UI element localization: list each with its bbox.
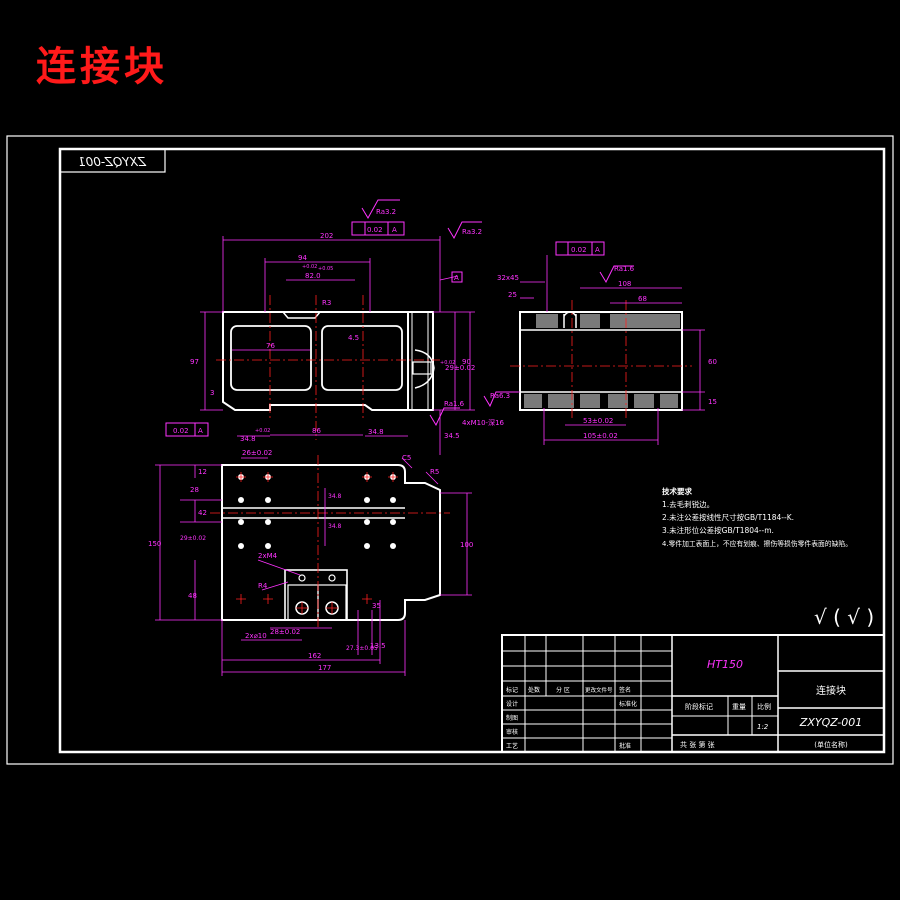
tol-front-datum: A [392, 226, 397, 234]
stage-label: 阶段标记 [685, 702, 713, 711]
top-dim-2xm4: 2xM4 [258, 552, 278, 560]
top-dim-29: 29±0.02 [180, 535, 206, 542]
tech-item-1: 1.去毛刺锐边。 [662, 499, 714, 509]
top-dim-28-02: 28±0.02 [270, 628, 300, 636]
side-chamfer: 32x45 [497, 274, 519, 282]
tol-note-4: +0.02 [440, 360, 455, 366]
side-tol-datum: A [595, 246, 600, 254]
roughness-note: √ ( √ ) [814, 605, 874, 629]
side-label-draw: 制图 [506, 714, 518, 722]
drawing-title: 连接块 [36, 43, 168, 90]
side-dim-25: 25 [508, 291, 517, 299]
top-dim-2x10: 2x⌀10 [245, 632, 267, 640]
tech-requirements: 技术要求 1.去毛刺锐边。 2.未注公差按线性尺寸按GB/T1184--K. 3… [662, 486, 852, 548]
top-view: 26±0.02 C5 R5 12 28 42 150 29±0.02 100 2… [148, 449, 473, 676]
inner-border [58, 147, 886, 754]
scale-value: 1:2 [757, 723, 769, 731]
row-label-change: 更改文件号 [585, 686, 613, 694]
tol-note-1: +0.02 [255, 428, 270, 434]
dim-34-5: 34.5 [444, 432, 460, 440]
dim-82: 82.0 [305, 272, 321, 280]
top-dim-177: 177 [318, 664, 331, 672]
dim-94: 94 [298, 254, 307, 262]
top-dim-27-3: 27.3±0.05 [346, 645, 378, 652]
row-label-count: 处数 [528, 686, 540, 694]
code-box-text: ZXYQZ-001 [78, 155, 147, 169]
dim-r3: R3 [322, 299, 331, 307]
top-dim-26: 26±0.02 [242, 449, 272, 457]
side-label-process: 工艺 [506, 742, 518, 750]
side-view: 0.02 A Ra1.6 32x45 108 68 25 Ra6.3 53±0.… [483, 241, 717, 445]
tech-item-2: 2.未注公差按线性尺寸按GB/T1184--K. [662, 512, 794, 522]
dim-4-5: 4.5 [348, 334, 359, 342]
side-label-design: 设计 [506, 700, 518, 708]
front-view: 202 94 82.0 R3 76 4.5 97 3 86 34.8 34.8 … [165, 199, 505, 455]
top-dim-r5: R5 [430, 468, 439, 476]
side-dim-108: 108 [618, 280, 631, 288]
top-dim-100: 100 [460, 541, 473, 549]
side-dim-60: 60 [708, 358, 717, 366]
top-dim-c5: C5 [402, 454, 411, 462]
top-dim-162: 162 [308, 652, 321, 660]
dim-202: 202 [320, 232, 333, 240]
rough-3: Ra1.6 [444, 400, 465, 408]
top-dim-42: 42 [198, 509, 207, 517]
tol-bottom-datum: A [198, 427, 203, 435]
datum-a: A [454, 274, 459, 282]
side-dim-15: 15 [708, 398, 717, 406]
top-dim-12: 12 [198, 468, 207, 476]
weight-label: 重量 [732, 703, 746, 711]
scale-label: 比例 [757, 702, 771, 711]
drawing-number: ZXYQZ-001 [799, 716, 862, 729]
side-dim-53: 53±0.02 [583, 417, 613, 425]
top-dim-28: 28 [190, 486, 199, 494]
title-block [501, 634, 885, 753]
top-dim-13-5: 13.5 [370, 642, 386, 650]
sheet-label: 共 张 第 张 [680, 740, 715, 749]
tech-item-3: 3.未注形位公差按GB/T1804--m. [662, 525, 774, 535]
tol-front-value: 0.02 [367, 226, 383, 234]
rough-2: Ra3.2 [462, 228, 482, 236]
tech-item-4: 4.零件加工表面上，不应有划痕、擦伤等损伤零件表面的缺陷。 [662, 539, 852, 548]
side-rough-1: Ra1.6 [614, 265, 635, 273]
tol-note-3: +0.02 [302, 264, 317, 270]
tol-note-2: +0.05 [318, 266, 333, 272]
dim-34-8-a: 34.8 [240, 435, 256, 443]
part-name: 连接块 [816, 684, 846, 697]
row-label-zone: 分 区 [556, 686, 570, 694]
tol-bottom-value: 0.02 [173, 427, 189, 435]
org-label: (单位名称) [814, 740, 848, 749]
dim-29: 29±0.02 [445, 364, 475, 372]
side-tol-value: 0.02 [571, 246, 587, 254]
top-dim-34-8-b: 34.8 [328, 523, 342, 530]
top-dim-34-8-a: 34.8 [328, 493, 342, 500]
outer-border [6, 135, 894, 765]
dim-3: 3 [210, 389, 214, 397]
row-label-mark: 标记 [506, 686, 518, 694]
top-dim-35: 35 [372, 602, 381, 610]
dim-76: 76 [266, 342, 275, 350]
row-label-sign: 签名 [619, 686, 631, 694]
title-block-text: HT150 连接块 ZXYQZ-001 (单位名称) 阶段标记 重量 比例 1:… [506, 658, 862, 750]
code-box [59, 148, 166, 173]
side-label-check: 审核 [506, 728, 518, 736]
material: HT150 [707, 658, 743, 671]
dim-86: 86 [312, 427, 321, 435]
dim-90: 90 [462, 358, 471, 366]
standardize-label: 标准化 [619, 700, 637, 708]
dim-thread: 4xM10-深16 [462, 418, 505, 427]
top-dim-48: 48 [188, 592, 197, 600]
top-dim-r4: R4 [258, 582, 268, 590]
dim-97: 97 [190, 358, 199, 366]
side-rough-2: Ra6.3 [490, 392, 510, 400]
rough-1: Ra3.2 [376, 208, 396, 216]
tech-heading: 技术要求 [662, 486, 692, 496]
approve-label: 批准 [619, 742, 631, 750]
side-dim-68: 68 [638, 295, 647, 303]
side-dim-105: 105±0.02 [583, 432, 618, 440]
dim-34-8-b: 34.8 [368, 428, 384, 436]
top-dim-150: 150 [148, 540, 161, 548]
